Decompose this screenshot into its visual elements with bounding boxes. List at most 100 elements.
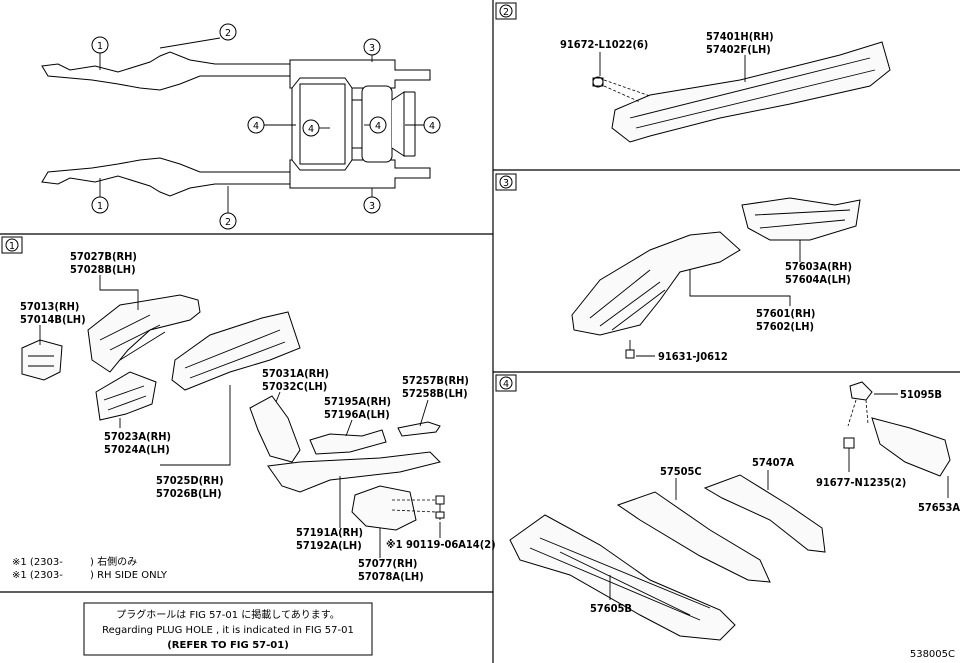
label-51095B: 51095B (900, 388, 942, 401)
panel-4-labels: 51095B 57407A 57505C 91677-N1235(2) 5765… (590, 388, 960, 615)
svg-text:2: 2 (225, 217, 231, 228)
panel-2-tag: 2 (495, 2, 517, 20)
label-57077: 57077(RH) (358, 557, 417, 570)
part-57257B (397, 421, 441, 437)
svg-text:1: 1 (97, 41, 103, 52)
label-57505C: 57505C (660, 465, 702, 478)
label-57024A: 57024A(LH) (104, 443, 170, 456)
panel-3-number: 3 (503, 178, 509, 189)
label-57026B: 57026B(LH) (156, 487, 222, 500)
part-57653A (871, 417, 951, 477)
panel-3-labels: 57603A(RH) 57604A(LH) 57601(RH) 57602(LH… (658, 260, 852, 363)
callout-4-center: 4 (302, 119, 330, 137)
part-57025D (171, 311, 301, 391)
part-57191A (267, 451, 441, 493)
label-57653A: 57653A (918, 501, 960, 514)
notice-jp: プラグホールは FIG 57-01 に掲載してあります。 (116, 608, 339, 621)
note-2-range: ※1 (2303- (12, 570, 63, 581)
panel-1-tag: 1 (1, 236, 23, 254)
label-57025D: 57025D(RH) (156, 474, 224, 487)
part-57605B (509, 514, 736, 641)
panel-4-number: 4 (503, 379, 509, 390)
label-90119: ※1 90119-06A14(2) (386, 538, 496, 551)
panel-3-parts (571, 197, 861, 359)
callout-1-bottom: 1 (91, 178, 109, 214)
label-91631: 91631-J0612 (658, 350, 728, 363)
panel-3-tag: 3 (495, 173, 517, 191)
callout-2-bottom: 2 (219, 186, 237, 230)
panel-2-labels: 91672-L1022(6) 57401H(RH) 57402F(LH) (560, 30, 774, 56)
label-57196A: 57196A(LH) (324, 408, 390, 421)
part-57401H (611, 41, 891, 143)
svg-text:2: 2 (225, 28, 231, 39)
panel-1-parts (21, 294, 445, 531)
svg-text:1: 1 (97, 201, 103, 212)
svg-text:4: 4 (429, 121, 435, 132)
label-57407A: 57407A (752, 456, 794, 469)
note-1-range: ※1 (2303- (12, 557, 63, 568)
part-57195A (309, 429, 387, 455)
panel-4-parts (509, 381, 951, 641)
part-51095B (849, 381, 873, 401)
nut-91672-icon (592, 76, 604, 88)
panel-1-number: 1 (9, 241, 15, 252)
label-91672: 91672-L1022(6) (560, 38, 648, 51)
svg-text:3: 3 (369, 43, 375, 54)
panel-4-tag: 4 (495, 374, 517, 392)
panel-2-number: 2 (503, 7, 509, 18)
label-57027B: 57027B(RH) (70, 250, 137, 263)
panel-1-leaders (39, 275, 441, 558)
bolt-91677-icon (843, 437, 855, 462)
part-57077 (351, 485, 417, 531)
part-57013 (21, 339, 63, 381)
label-57601: 57601(RH) (756, 307, 815, 320)
callout-4-right: 4 (405, 116, 441, 134)
label-57032C: 57032C(LH) (262, 380, 327, 393)
part-57407A (703, 474, 826, 553)
label-91677: 91677-N1235(2) (816, 476, 906, 489)
label-57402F: 57402F(LH) (706, 43, 771, 56)
svg-text:4: 4 (253, 121, 259, 132)
label-57028B: 57028B(LH) (70, 263, 136, 276)
label-57602: 57602(LH) (756, 320, 814, 333)
label-57257B: 57257B(RH) (402, 374, 469, 387)
label-57023A: 57023A(RH) (104, 430, 171, 443)
callout-1-top: 1 (91, 36, 109, 70)
label-57258B: 57258B(LH) (402, 387, 468, 400)
label-57603A: 57603A(RH) (785, 260, 852, 273)
notice-ref: (REFER TO FIG 57-01) (167, 640, 289, 651)
svg-text:3: 3 (369, 201, 375, 212)
panel-2-parts (592, 41, 891, 143)
note-1-text: ) 右側のみ (90, 555, 137, 568)
label-57191A: 57191A(RH) (296, 526, 363, 539)
part-57601 (571, 231, 741, 336)
label-57195A: 57195A(RH) (324, 395, 391, 408)
panel-1-labels: 57027B(RH) 57028B(LH) 57013(RH) 57014B(L… (20, 250, 496, 583)
overview-frame (41, 51, 431, 197)
callout-4-left: 4 (247, 116, 296, 134)
bolt-90119-icon (435, 495, 445, 520)
callout-4-right-inner: 4 (364, 116, 387, 134)
note-2-text: ) RH SIDE ONLY (90, 570, 168, 581)
notice-box: プラグホールは FIG 57-01 に掲載してあります。 Regarding P… (83, 602, 373, 656)
part-57505C (616, 491, 771, 583)
label-57604A: 57604A(LH) (785, 273, 851, 286)
label-57192A: 57192A(LH) (296, 539, 362, 552)
figure-code: 538005C (910, 649, 955, 660)
svg-text:4: 4 (375, 121, 381, 132)
label-57031A: 57031A(RH) (262, 367, 329, 380)
label-57014B: 57014B(LH) (20, 313, 86, 326)
callout-3-bottom: 3 (363, 188, 381, 214)
panel-1-notes: ※1 (2303- ) 右側のみ ※1 (2303- ) RH SIDE ONL… (12, 555, 168, 581)
overview-callouts: 1 1 2 2 3 3 4 (91, 23, 441, 230)
label-57013: 57013(RH) (20, 300, 79, 313)
svg-text:4: 4 (308, 124, 314, 135)
callout-3-top: 3 (363, 38, 381, 62)
notice-en: Regarding PLUG HOLE , it is indicated in… (102, 625, 354, 636)
label-57605B: 57605B (590, 602, 632, 615)
callout-2-top: 2 (159, 23, 237, 49)
label-57401H: 57401H(RH) (706, 30, 774, 43)
part-57023A (95, 371, 157, 421)
